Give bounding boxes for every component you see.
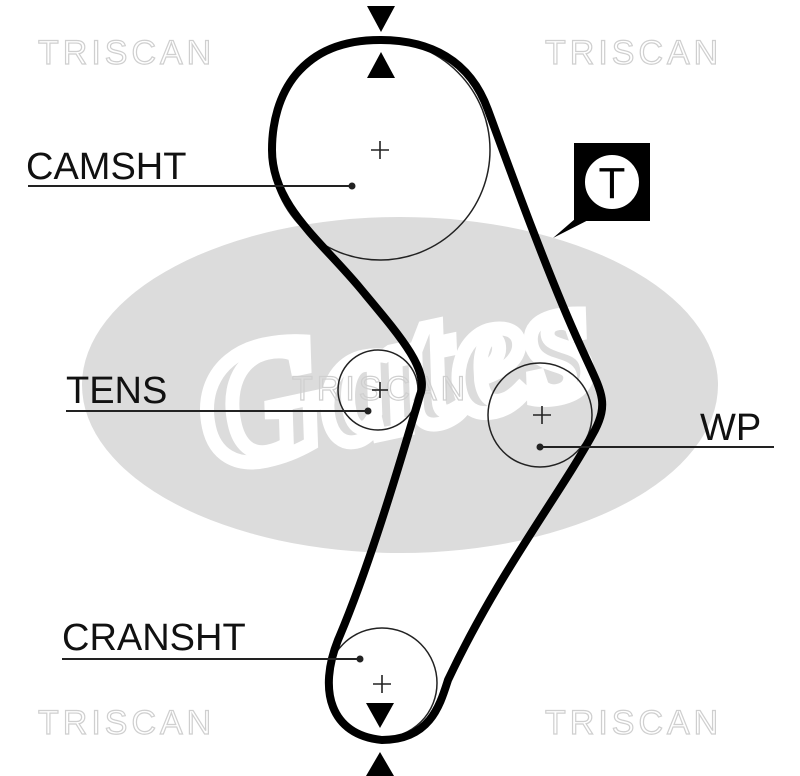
- triscan-watermark-bottom-right: TRISCAN: [545, 704, 722, 742]
- timing-belt: [268, 36, 607, 744]
- crankshaft-center-mark: [373, 675, 391, 693]
- tensioner-badge: T: [553, 143, 650, 238]
- water-pump-center-mark: [533, 406, 551, 424]
- water-pump-pulley: [487, 362, 593, 468]
- triscan-watermark-bottom-left: TRISCAN: [38, 704, 215, 742]
- triscan-watermark-top-left: TRISCAN: [38, 34, 215, 72]
- timing-mark-bottom-up-arrow: [366, 752, 394, 776]
- tensioner-center-mark: [372, 382, 388, 398]
- tensioner-label: TENS: [66, 370, 167, 412]
- timing-mark-bottom-down-arrow: [366, 703, 394, 728]
- crankshaft-label: CRANSHT: [62, 617, 246, 659]
- triscan-watermark-top-right: TRISCAN: [545, 34, 722, 72]
- tensioner-badge-circle: [583, 153, 641, 211]
- crankshaft-leader-dot: [356, 655, 364, 663]
- tensioner-leader-dot: [364, 407, 372, 415]
- timing-mark-top-up-arrow: [367, 52, 395, 78]
- water-pump-label: WP: [700, 407, 761, 449]
- water-pump-leader-dot: [536, 443, 544, 451]
- camshaft-leader-dot: [348, 182, 356, 190]
- triscan-watermark-center: TRISCAN: [292, 370, 469, 408]
- camshaft-label: CAMSHT: [26, 146, 186, 188]
- camshaft-center-mark: [371, 141, 389, 159]
- timing-mark-top-down-arrow: [367, 6, 395, 32]
- tensioner-badge-letter: T: [599, 159, 626, 208]
